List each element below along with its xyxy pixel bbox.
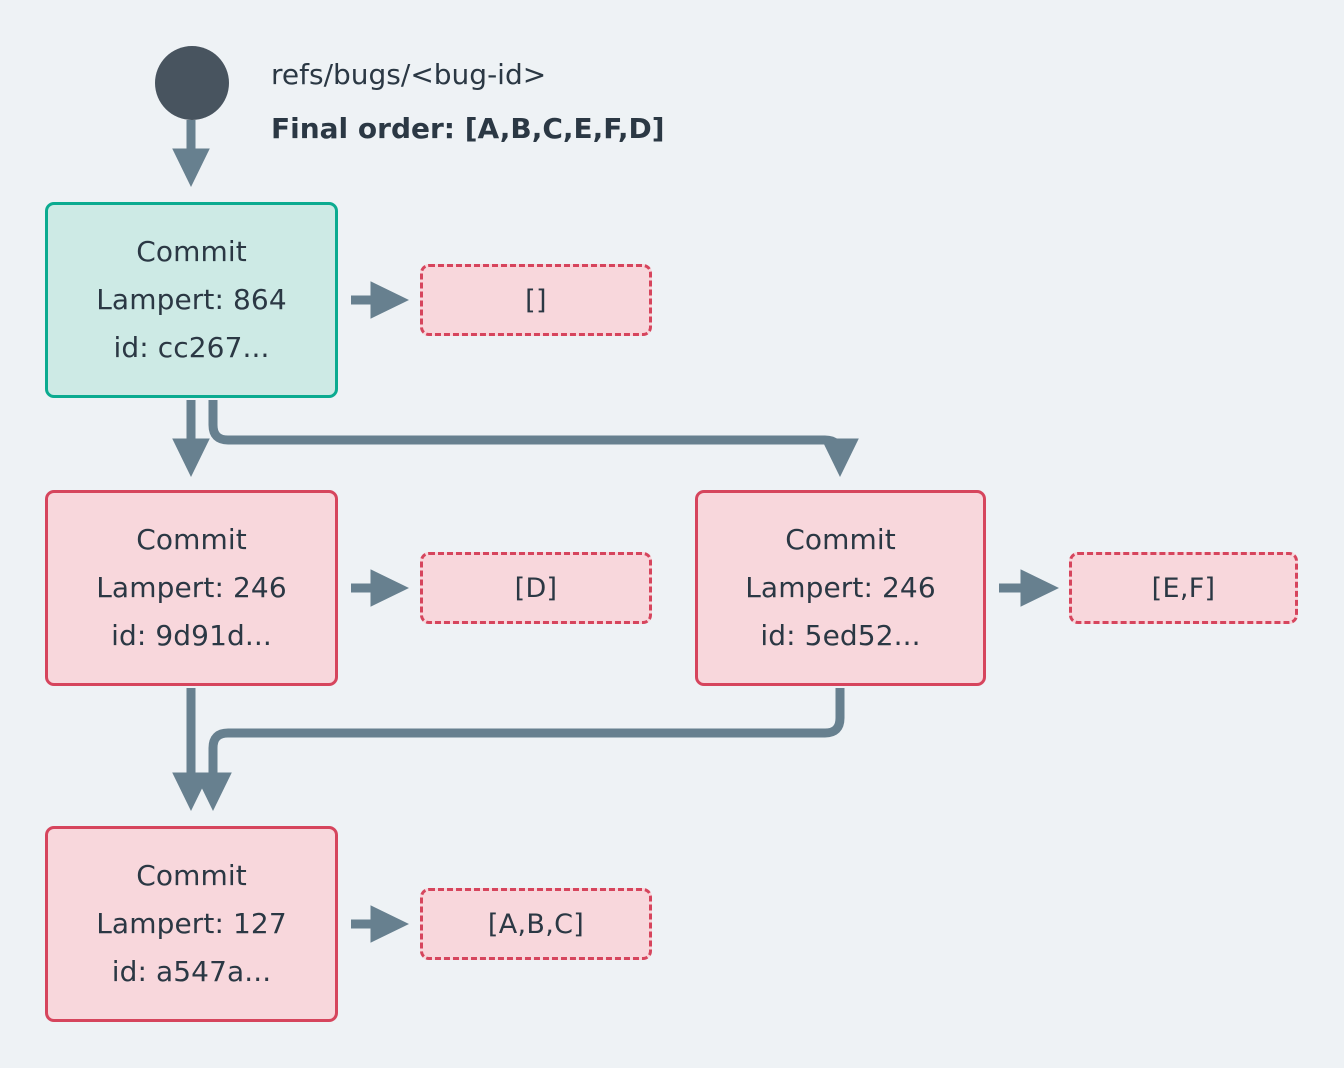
commit-title: Commit xyxy=(136,858,247,892)
commit-title: Commit xyxy=(136,234,247,268)
payload-box-a547a[interactable]: [A,B,C] xyxy=(420,888,652,960)
payload-box-9d91d[interactable]: [D] xyxy=(420,552,652,624)
payload-label: [D] xyxy=(514,572,558,604)
commit-id: id: 5ed52... xyxy=(760,619,921,653)
final-order-label: Final order: [A,B,C,E,F,D] xyxy=(271,112,665,145)
commit-node-cc267[interactable]: Commit Lampert: 864 id: cc267... xyxy=(45,202,338,398)
commit-node-9d91d[interactable]: Commit Lampert: 246 id: 9d91d... xyxy=(45,490,338,686)
payload-box-5ed52[interactable]: [E,F] xyxy=(1069,552,1298,624)
commit-lamport: Lampert: 864 xyxy=(96,282,287,316)
commit-title: Commit xyxy=(136,522,247,556)
commit-id: id: cc267... xyxy=(113,331,270,365)
commit-lamport: Lampert: 246 xyxy=(96,570,287,604)
edge-5ed52-to-a547a xyxy=(194,688,845,812)
commit-lamport: Lampert: 246 xyxy=(745,570,936,604)
payload-label: [] xyxy=(525,284,547,316)
commit-id: id: a547a... xyxy=(111,955,272,989)
commit-node-5ed52[interactable]: Commit Lampert: 246 id: 5ed52... xyxy=(695,490,986,686)
payload-label: [A,B,C] xyxy=(487,908,585,940)
commit-title: Commit xyxy=(785,522,896,556)
ref-name-label: refs/bugs/<bug-id> xyxy=(271,58,547,91)
payload-label: [E,F] xyxy=(1151,572,1216,604)
payload-box-cc267[interactable]: [] xyxy=(420,264,652,336)
commit-lamport: Lampert: 127 xyxy=(96,906,287,940)
commit-id: id: 9d91d... xyxy=(111,619,272,653)
commit-node-a547a[interactable]: Commit Lampert: 127 id: a547a... xyxy=(45,826,338,1022)
edge-cc267-to-5ed52 xyxy=(208,400,859,478)
ref-head-dot[interactable] xyxy=(155,46,229,120)
